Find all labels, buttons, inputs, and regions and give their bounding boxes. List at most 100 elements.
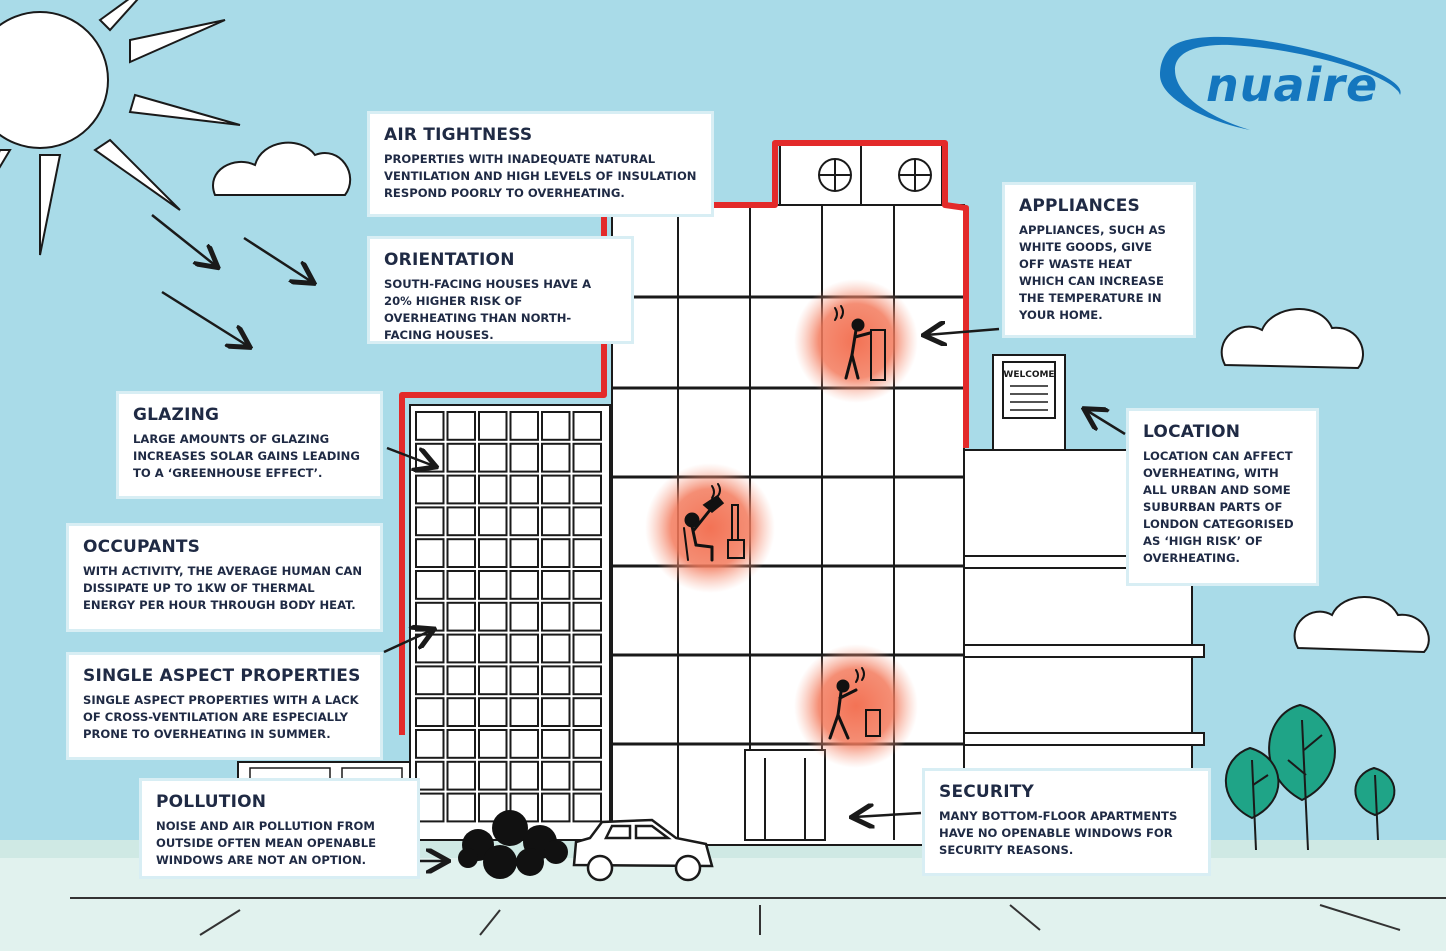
glazing-pane [509,411,539,441]
glazing-pane [478,538,508,569]
tree-icon [1224,746,1280,851]
glazing-pane [509,538,539,569]
glazing-pane [415,506,445,537]
glazing-pane [446,760,476,791]
glazing-pane [415,538,445,569]
callout-body: SOUTH-FACING HOUSES HAVE A 20% HIGHER RI… [384,277,592,342]
callout-title: OCCUPANTS [83,537,201,557]
callout-title: AIR TIGHTNESS [384,125,533,145]
callout-body: APPLIANCES, SUCH AS WHITE GOODS, GIVE OF… [1019,223,1166,322]
glazing-pane [509,633,539,664]
glazing-pane [478,601,508,632]
callout-body: LARGE AMOUNTS OF GLAZING INCREASES SOLAR… [133,432,360,480]
glazing-pane [541,665,571,696]
glazed-building [409,404,611,841]
person-with-child-icon [683,483,745,562]
building-outline [399,140,969,735]
heat-zone-occupant [645,463,775,593]
car-icon [572,818,714,882]
glazing-pane [572,729,602,759]
callout-security: SECURITY MANY BOTTOM-FLOOR APARTMENTS HA… [922,768,1211,876]
glazing-pane [509,442,539,473]
welcome-sign-text: WELCOME [1003,370,1054,380]
person-at-sink-icon [834,305,886,381]
glazing-pane [541,729,571,759]
callout-appliances: APPLIANCES APPLIANCES, SUCH AS WHITE GOO… [1002,182,1196,338]
glazing-pane [572,792,602,823]
glazing-pane [478,442,508,473]
glazing-pane [572,442,602,473]
callout-body: MANY BOTTOM-FLOOR APARTMENTS HAVE NO OPE… [939,809,1178,857]
glazing-pane [446,729,476,759]
glazing-pane [446,538,476,569]
glazing-pane [509,601,539,632]
logo-swoosh [1160,36,1401,131]
glazing-pane [572,411,602,441]
glazing-pane [572,474,602,505]
glazing-pane [478,760,508,791]
glazing-pane [541,792,571,823]
glazing-pane [572,506,602,537]
glazing-pane [509,760,539,791]
callout-body: WITH ACTIVITY, THE AVERAGE HUMAN CAN DIS… [83,564,363,612]
glazing-pane [446,411,476,441]
glazing-pane [541,411,571,441]
callout-location: LOCATION LOCATION CAN AFFECT OVERHEATING… [1126,408,1319,586]
glazing-pane [478,474,508,505]
glazing-pane [446,506,476,537]
glazing-pane [541,633,571,664]
glazing-pane [446,442,476,473]
callout-single-aspect: SINGLE ASPECT PROPERTIES SINGLE ASPECT P… [66,652,383,760]
glazing-pane [509,729,539,759]
callout-glazing: GLAZING LARGE AMOUNTS OF GLAZING INCREAS… [116,391,383,499]
glazing-pane [541,442,571,473]
glazing-pane [446,633,476,664]
glazing-pane [509,697,539,728]
glazing-pane [541,760,571,791]
glazing-pane [446,570,476,600]
glazing-pane [415,570,445,600]
smog-cloud-icon [458,810,568,879]
glazing-pane [478,633,508,664]
callout-body: PROPERTIES WITH INADEQUATE NATURAL VENTI… [384,152,697,200]
glazing-pane [509,570,539,600]
glazing-pane [541,506,571,537]
glazing-pane [572,570,602,600]
glazing-pane [509,665,539,696]
tree-icon [1354,766,1396,841]
glazing-pane [478,697,508,728]
glazing-pane [541,474,571,505]
glazing-pane [478,570,508,600]
glazing-pane [509,506,539,537]
glazing-pane [478,506,508,537]
cloud-icon [1220,308,1364,370]
nuaire-logo: nuaire [1206,58,1379,112]
glazing-pane [541,697,571,728]
glazing-pane [541,570,571,600]
glazing-pane [415,697,445,728]
glazing-pane [415,760,445,791]
glazing-pane [415,411,445,441]
glazing-pane [572,697,602,728]
glazing-pane [415,665,445,696]
glazing-pane [415,474,445,505]
glazing-pane [509,474,539,505]
sun-ray-arrows [151,214,312,346]
glazing-pane [572,665,602,696]
glazing-pane [446,697,476,728]
callout-arrows [383,329,1126,861]
callout-title: APPLIANCES [1019,196,1140,216]
callout-title: LOCATION [1143,422,1241,442]
glazing-pane [541,601,571,632]
callout-title: POLLUTION [156,792,267,812]
glazing-pane [572,538,602,569]
callout-pollution: POLLUTION NOISE AND AIR POLLUTION FROM O… [139,778,420,879]
glazing-pane [478,665,508,696]
glazing-pane [415,729,445,759]
glazing-pane [446,665,476,696]
callout-occupants: OCCUPANTS WITH ACTIVITY, THE AVERAGE HUM… [66,523,383,632]
person-cooking-icon [828,667,881,740]
sun-icon [0,0,241,256]
callout-body: SINGLE ASPECT PROPERTIES WITH A LACK OF … [83,693,359,741]
